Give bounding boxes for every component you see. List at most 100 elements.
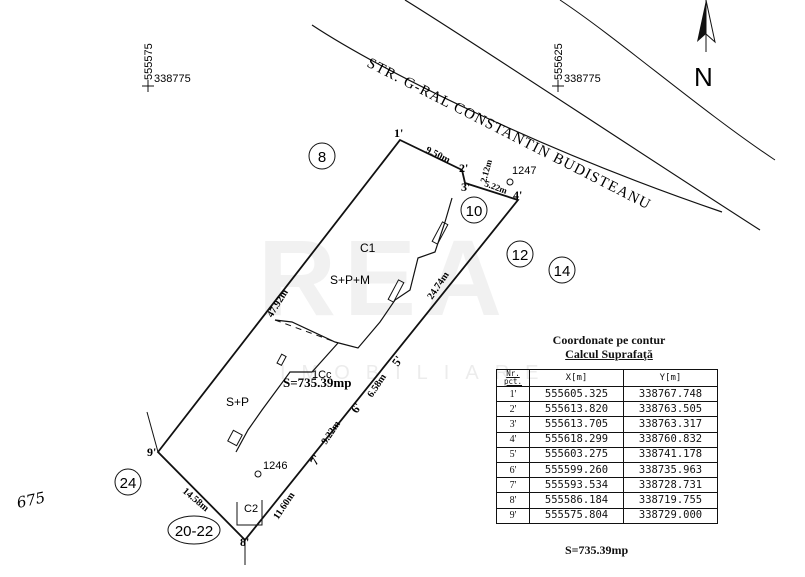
cell-pt: 8' (496, 492, 530, 509)
point-2: 2' (459, 161, 468, 175)
segment-9-1: 47.92m (265, 287, 291, 320)
svg-text:14: 14 (554, 263, 571, 280)
cell-y: 338767.748 (623, 385, 718, 403)
cell-x: 555613.820 (529, 401, 624, 418)
header-x: X[m] (529, 369, 624, 387)
cell-x: 555575.804 (529, 507, 624, 524)
grid-tick-left-x: 555575 (143, 43, 155, 80)
building-1cc (235, 342, 339, 453)
street-edge-right (559, 0, 776, 161)
grid-tick-right-x: 555625 (553, 43, 565, 80)
svg-text:8: 8 (318, 149, 326, 166)
parcel-boundary (156, 138, 520, 542)
parcel-number-24: 24 (114, 468, 142, 496)
svg-text:20-22: 20-22 (175, 523, 213, 540)
svg-text:10: 10 (466, 203, 483, 220)
stair-sp (227, 429, 243, 447)
watermark-subtitle: IMOBILIARE (280, 362, 555, 384)
point-4: 4' (513, 188, 522, 202)
header-y: Y[m] (623, 369, 718, 387)
cell-x: 555605.325 (529, 385, 624, 403)
coordinates-header-row: Nr. pct. X[m] Y[m] (496, 369, 718, 387)
marker-1246 (254, 470, 262, 478)
parcel-number-14: 14 (548, 256, 576, 284)
label-1cc-levels: S+P (226, 395, 249, 409)
cell-pt: 9' (496, 507, 530, 524)
grid-tick-right-y: 338775 (564, 73, 601, 85)
point-5: 5' (389, 353, 406, 369)
label-area: S=735.39mp (283, 375, 351, 390)
marker-1247 (506, 178, 514, 186)
street-edge-lower (311, 24, 723, 213)
stair-c1 (431, 221, 449, 245)
cell-pt: 2' (496, 401, 530, 418)
label-1cc: 1Cc (312, 369, 332, 381)
cell-y: 338763.505 (623, 401, 718, 418)
label-c2: C2 (244, 503, 258, 515)
point-9: 9' (147, 445, 156, 459)
cell-y: 338760.832 (623, 431, 718, 448)
grid-tick-left: 555575 338775 (142, 43, 191, 92)
coordinates-title: Coordonate pe contur (552, 333, 666, 347)
coordinates-subtitle: Calcul Suprafaţă (565, 347, 653, 361)
cell-x: 555613.705 (529, 416, 624, 433)
stair-1cc (276, 353, 287, 367)
surface-total: S=735.39mp (565, 543, 629, 557)
segment-1-2: 9.50m (424, 145, 453, 167)
cell-y: 338741.178 (623, 446, 718, 463)
cell-y: 338735.963 (623, 461, 718, 479)
cell-x: 555593.534 (529, 477, 624, 494)
svg-text:24: 24 (120, 475, 137, 492)
street-edge-upper (404, 0, 761, 231)
cell-y: 338719.755 (623, 492, 718, 509)
parcel-number-8: 8 (308, 142, 336, 170)
cell-pt: 6' (496, 461, 530, 479)
street-name: STR. G-RAL CONSTANTIN BUDISTEANU (364, 55, 653, 213)
cell-pt: 1' (496, 385, 530, 403)
cadastral-1246: 1246 (263, 460, 287, 472)
point-8: 8' (240, 535, 249, 549)
label-c1: C1 (360, 241, 376, 255)
watermark-logo: REA (258, 217, 511, 338)
grid-tick-right: 555625 338775 (552, 43, 601, 92)
point-3: 3' (461, 180, 470, 194)
stair-c1b (387, 279, 405, 303)
segment-7-8: 11.60m (271, 490, 297, 522)
cell-y: 338729.000 (623, 507, 718, 524)
cell-pt: 7' (496, 477, 530, 494)
building-divider (274, 319, 339, 344)
parcel-number-20-22: 20-22 (167, 515, 221, 545)
cell-x: 555586.184 (529, 492, 624, 509)
cell-x: 555603.275 (529, 446, 624, 463)
cell-pt: 3' (496, 416, 530, 433)
north-label: N (694, 62, 713, 92)
neighbor-boundary-9 (146, 411, 159, 453)
cell-pt: 4' (496, 431, 530, 448)
parcel-number-10: 10 (460, 196, 488, 224)
cell-pt: 5' (496, 446, 530, 463)
grid-tick-left-y: 338775 (154, 73, 191, 85)
north-arrow-icon (697, 0, 716, 52)
segment-4-5: 24.74m (425, 269, 452, 301)
label-c1-levels: S+P+M (330, 273, 370, 287)
point-6: 6' (348, 400, 365, 416)
cell-y: 338728.731 (623, 477, 718, 494)
cadastral-1247: 1247 (512, 165, 536, 177)
header-nr: Nr. pct. (496, 369, 530, 387)
point-1: 1' (394, 126, 403, 140)
margin-note: 675 (15, 488, 47, 512)
cell-y: 338763.317 (623, 416, 718, 433)
cell-x: 555618.299 (529, 431, 624, 448)
point-7: 7' (307, 452, 324, 468)
